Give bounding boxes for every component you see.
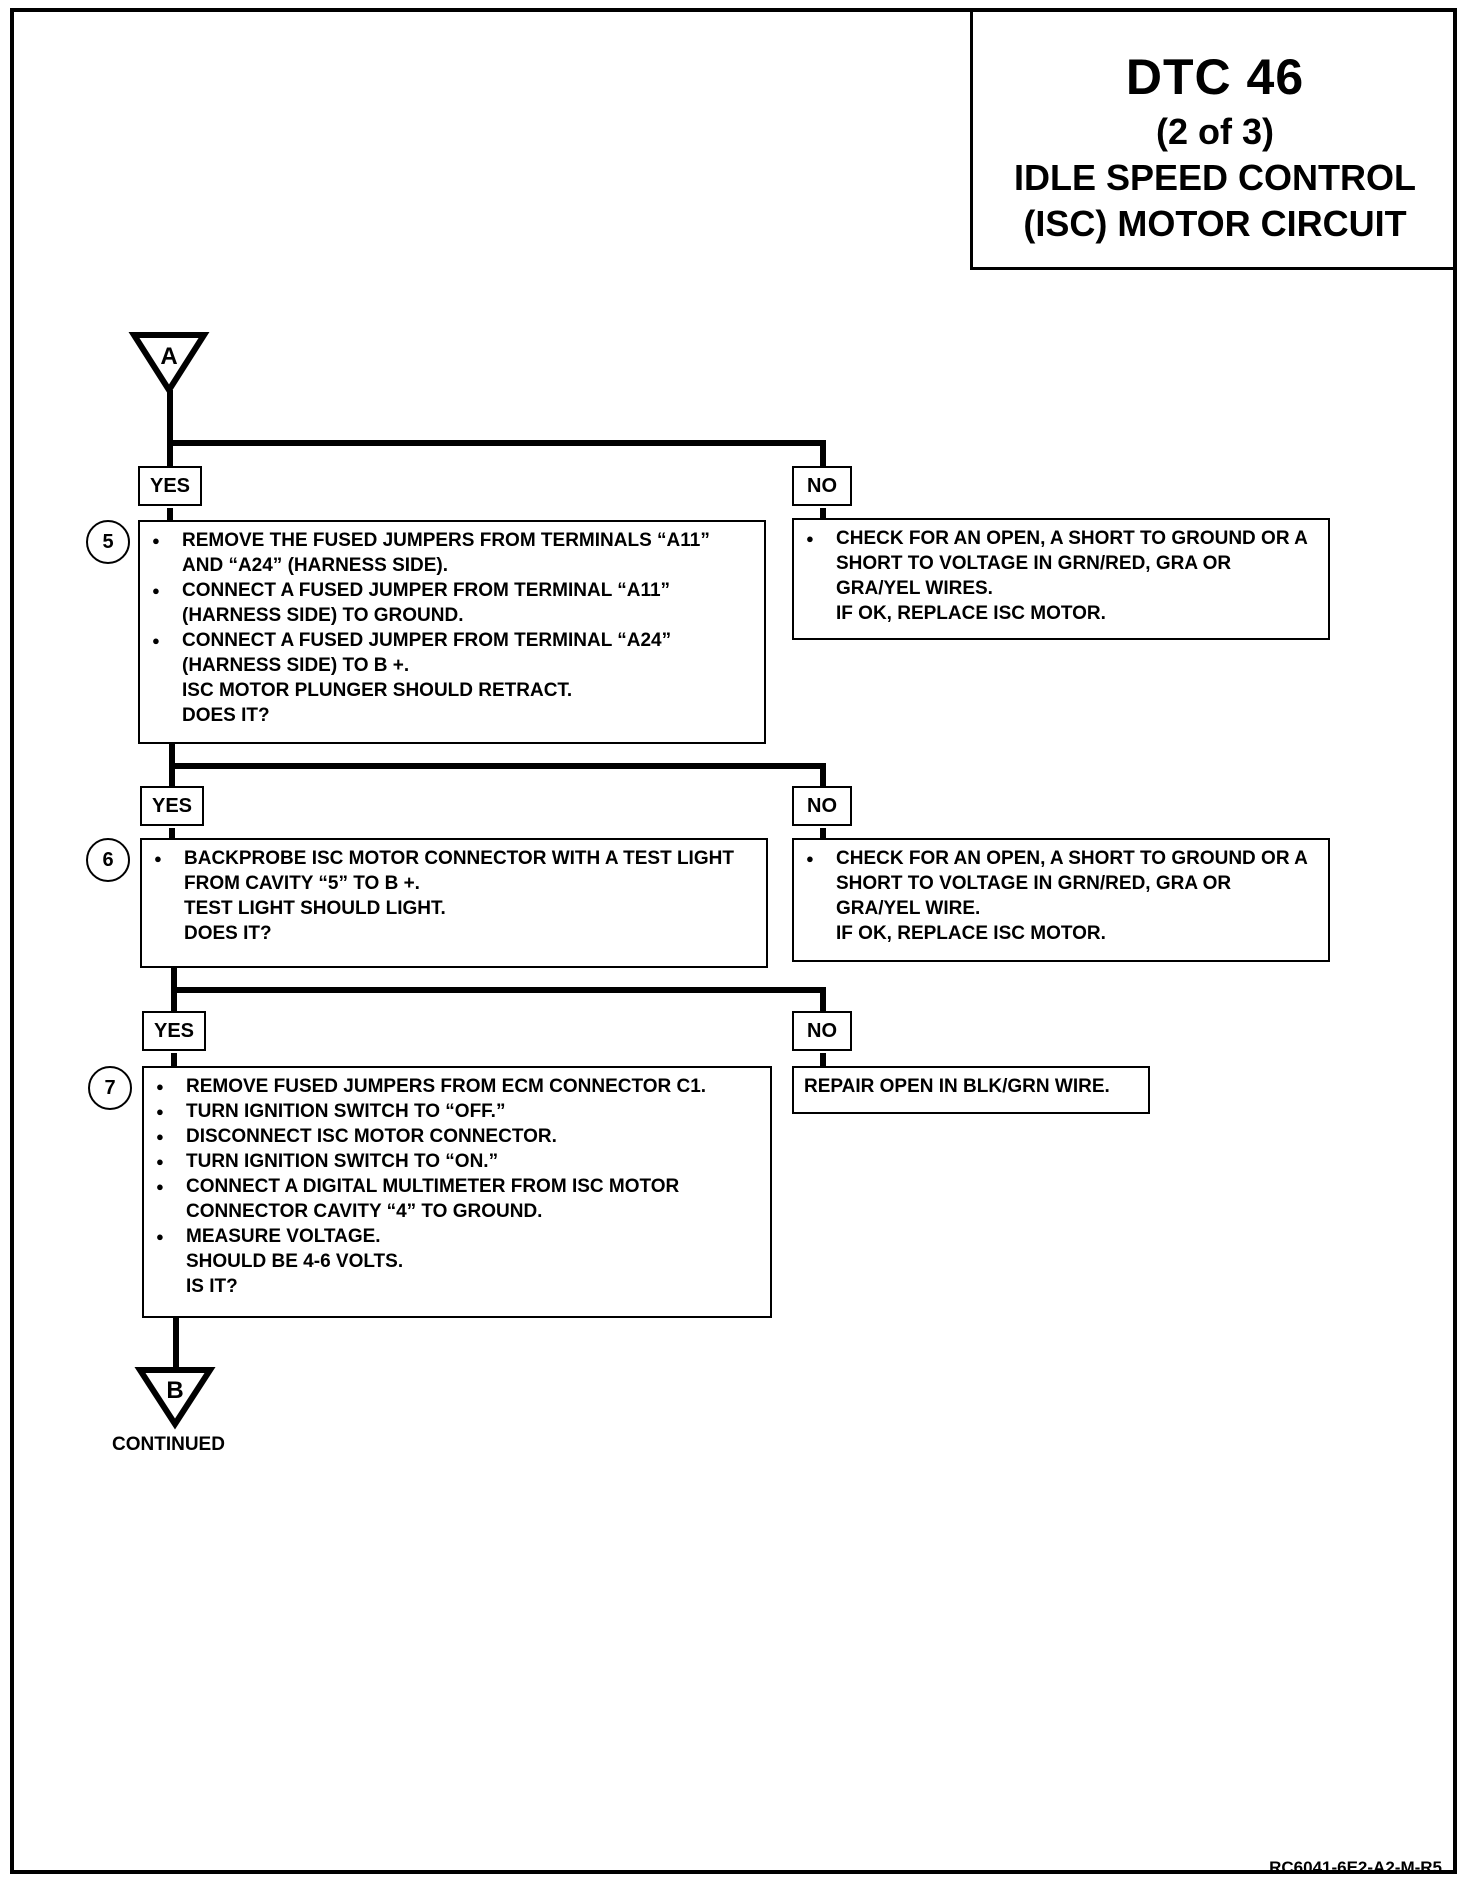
step-6-expected: TEST LIGHT SHOULD LIGHT. (184, 898, 446, 919)
step-number-6: 6 (86, 838, 130, 882)
step-7-no-text: REPAIR OPEN IN BLK/GRN WIRE. (804, 1076, 1110, 1097)
connector-b-label: B (166, 1377, 183, 1404)
title-block: DTC 46 (2 of 3) IDLE SPEED CONTROL (ISC)… (970, 12, 1457, 270)
step-7-box: REMOVE FUSED JUMPERS FROM ECM CONNECTOR … (142, 1066, 772, 1318)
yes-tag-1: YES (138, 466, 202, 506)
step-6-box: BACKPROBE ISC MOTOR CONNECTOR WITH A TES… (140, 838, 768, 968)
dtc-subtitle-page: (2 of 3) (1155, 111, 1274, 152)
page-frame (10, 8, 1457, 1874)
step-5-question: DOES IT? (182, 705, 270, 726)
step-7-bullet: CONNECT A DIGITAL MULTIMETER FROM ISC MO… (154, 1174, 760, 1224)
document-code: RC6041-6E2-A2-M-R5 (1269, 1858, 1442, 1877)
step-6-no-box: CHECK FOR AN OPEN, A SHORT TO GROUND OR … (792, 838, 1330, 962)
connector-a-triangle (128, 332, 210, 396)
step-6-question: DOES IT? (184, 923, 272, 944)
step-7-bullet: REMOVE FUSED JUMPERS FROM ECM CONNECTOR … (154, 1074, 760, 1099)
step-7-expected: SHOULD BE 4-6 VOLTS. (186, 1251, 404, 1272)
dtc-title: DTC 46 (1125, 49, 1305, 105)
step-6-bullet: BACKPROBE ISC MOTOR CONNECTOR WITH A TES… (152, 846, 756, 896)
step-5-no-bullet: CHECK FOR AN OPEN, A SHORT TO GROUND OR … (804, 526, 1318, 601)
no-tag-1: NO (792, 466, 852, 506)
step-7-no-box: REPAIR OPEN IN BLK/GRN WIRE. (792, 1066, 1150, 1114)
yes-tag-2: YES (140, 786, 204, 826)
step-6-no-bullet: CHECK FOR AN OPEN, A SHORT TO GROUND OR … (804, 846, 1318, 921)
step-7-question: IS IT? (186, 1276, 238, 1297)
step-7-bullet: DISCONNECT ISC MOTOR CONNECTOR. (154, 1124, 760, 1149)
continued-label: CONTINUED (112, 1434, 225, 1455)
step-number-7: 7 (88, 1066, 132, 1110)
step-7-bullet: MEASURE VOLTAGE. (154, 1224, 760, 1249)
dtc-subtitle-line-2: (ISC) MOTOR CIRCUIT (1023, 203, 1407, 244)
step-6-no-note: IF OK, REPLACE ISC MOTOR. (836, 923, 1106, 944)
step-5-no-note: IF OK, REPLACE ISC MOTOR. (836, 603, 1106, 624)
connector-b-triangle (134, 1367, 216, 1430)
yes-tag-3: YES (142, 1011, 206, 1051)
step-5-expected: ISC MOTOR PLUNGER SHOULD RETRACT. (182, 680, 573, 701)
step-number-5: 5 (86, 520, 130, 564)
step-5-no-box: CHECK FOR AN OPEN, A SHORT TO GROUND OR … (792, 518, 1330, 640)
step-7-bullet: TURN IGNITION SWITCH TO “ON.” (154, 1149, 760, 1174)
step-5-bullet: CONNECT A FUSED JUMPER FROM TERMINAL “A1… (150, 578, 754, 628)
step-5-bullet: CONNECT A FUSED JUMPER FROM TERMINAL “A2… (150, 628, 754, 678)
step-7-bullet: TURN IGNITION SWITCH TO “OFF.” (154, 1099, 760, 1124)
step-5-box: REMOVE THE FUSED JUMPERS FROM TERMINALS … (138, 520, 766, 744)
connector-a-label: A (160, 343, 177, 370)
no-tag-3: NO (792, 1011, 852, 1051)
step-5-bullet: REMOVE THE FUSED JUMPERS FROM TERMINALS … (150, 528, 754, 578)
no-tag-2: NO (792, 786, 852, 826)
dtc-subtitle-line-1: IDLE SPEED CONTROL (1013, 157, 1417, 198)
